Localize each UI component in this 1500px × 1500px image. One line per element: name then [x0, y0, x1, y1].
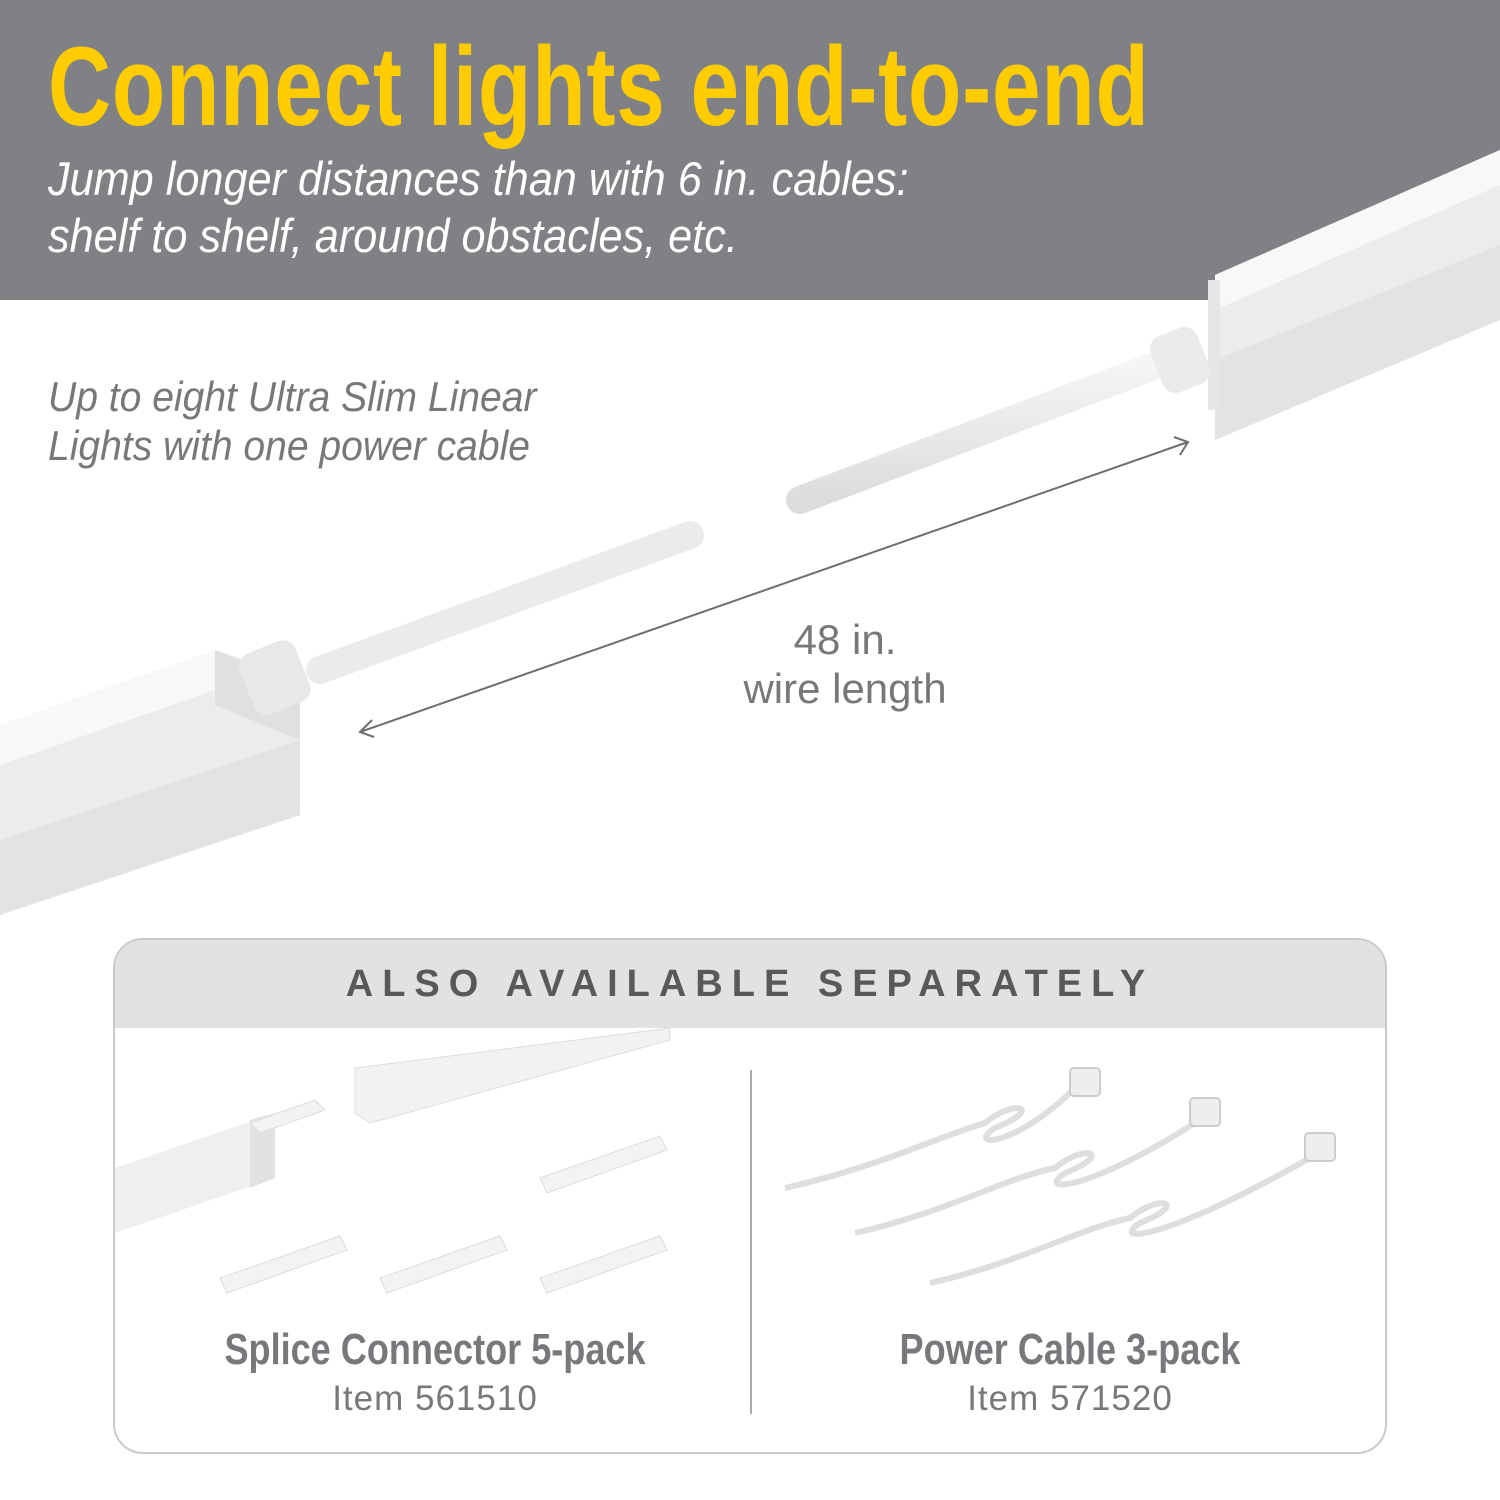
- also-available-panel: ALSO AVAILABLE SEPARATELY: [113, 938, 1387, 1454]
- product-name: Power Cable 3-pack: [899, 1325, 1241, 1374]
- compatibility-note: Up to eight Ultra Slim Linear Lights wit…: [48, 372, 536, 470]
- light-fixtures-illustration: [0, 150, 1500, 915]
- note-line-1: Up to eight Ultra Slim Linear: [48, 373, 537, 420]
- page-title: Connect lights end-to-end: [48, 24, 1150, 149]
- product-item-number: Item 561510: [332, 1379, 538, 1418]
- product-power-cable: Power Cable 3-pack Item 571520: [770, 1325, 1370, 1419]
- wire-length-value: 48 in.: [793, 616, 897, 663]
- splice-connector-image: [115, 1028, 671, 1294]
- product-splice-connector: Splice Connector 5-pack Item 561510: [135, 1325, 735, 1419]
- power-cable-image: [784, 1067, 1336, 1286]
- wire-length-label: 48 in. wire length: [700, 615, 990, 713]
- lower-cable: [239, 521, 704, 715]
- subtitle-line-1: Jump longer distances than with 6 in. ca…: [48, 152, 909, 205]
- upper-light-fixture: [1208, 150, 1500, 440]
- product-divider: [750, 1070, 752, 1414]
- products-illustration: [115, 1028, 1336, 1294]
- subtitle: Jump longer distances than with 6 in. ca…: [48, 150, 908, 264]
- note-line-2: Lights with one power cable: [48, 422, 531, 469]
- header-banner: Connect lights end-to-end Jump longer di…: [0, 0, 1500, 300]
- dimension-arrow: [358, 436, 1190, 738]
- also-available-heading: ALSO AVAILABLE SEPARATELY: [115, 940, 1385, 1028]
- wire-length-caption: wire length: [743, 665, 947, 712]
- subtitle-line-2: shelf to shelf, around obstacles, etc.: [48, 209, 738, 262]
- product-name: Splice Connector 5-pack: [224, 1325, 646, 1374]
- upper-cable: [786, 327, 1211, 514]
- product-item-number: Item 571520: [967, 1379, 1173, 1418]
